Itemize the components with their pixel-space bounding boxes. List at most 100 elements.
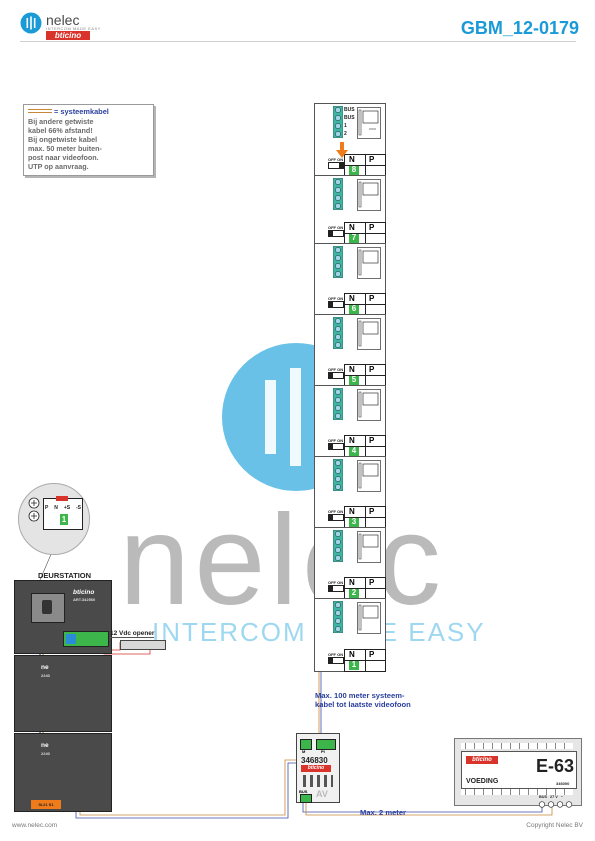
screw-terminal-icon bbox=[333, 388, 343, 420]
display-panel: bticino E-63 VOEDING 346000 bbox=[461, 751, 577, 789]
p-label: P bbox=[369, 436, 375, 445]
partner-logo: bticino bbox=[46, 31, 90, 40]
p-label: P bbox=[369, 223, 375, 232]
terminal-label: 1 bbox=[344, 123, 347, 129]
p-label: P bbox=[369, 294, 375, 303]
psu-model: E-63 bbox=[536, 756, 575, 776]
terminal-label: PI bbox=[321, 749, 325, 754]
apartment-number: 5 bbox=[349, 375, 359, 385]
interface-code: 346830 bbox=[301, 756, 328, 765]
apartment-number: 6 bbox=[349, 304, 359, 314]
p-label: P bbox=[369, 507, 375, 516]
apartment-unit: OFF ON N P 5 bbox=[314, 314, 386, 387]
apartment-riser: BUS BUS 1 2 OFF ON N P 8 bbox=[314, 103, 386, 743]
footer-copyright: Copyright Nelec BV bbox=[526, 822, 583, 829]
module-code: 2240 bbox=[41, 673, 50, 678]
door-station-title: DEURSTATION bbox=[38, 571, 92, 580]
videophone-icon bbox=[357, 389, 381, 421]
interface-terminal bbox=[300, 739, 312, 750]
apartment-switch-label: OFF ON bbox=[328, 509, 344, 514]
note-line: max. 50 meter buiten- bbox=[28, 144, 102, 153]
screw-terminal-icon bbox=[333, 246, 343, 278]
terminal-label: ~ bbox=[560, 795, 564, 799]
interface-terminal bbox=[316, 739, 336, 750]
apartment-unit: OFF ON N P 1 bbox=[314, 598, 386, 672]
interface-bottom-label: AV bbox=[316, 789, 328, 799]
screw-terminal-icon bbox=[333, 317, 343, 349]
p-label: P bbox=[369, 578, 375, 587]
apartment-switch-label: OFF ON bbox=[328, 225, 344, 230]
psu-code: 346000 bbox=[556, 781, 570, 786]
nelec-logo-icon bbox=[20, 12, 42, 34]
cable-length-note: Max. 100 meter systeem- kabel tot laatst… bbox=[315, 691, 411, 709]
apartment-number: 4 bbox=[349, 446, 359, 456]
terminal-label: 27 V bbox=[550, 795, 558, 799]
screw-terminal-icon bbox=[28, 497, 40, 522]
np-grid: N P 1 bbox=[344, 649, 386, 672]
note-line: UTP op aanvraag. bbox=[28, 162, 89, 171]
door-station-module-bottom: ne 2240 5L21 S1 bbox=[14, 733, 112, 812]
watermark-word: nelec bbox=[119, 489, 445, 632]
apartment-switch-label: OFF ON bbox=[328, 367, 344, 372]
module-brand: ne bbox=[41, 742, 49, 749]
n-label: N bbox=[349, 155, 355, 164]
opener-label: 12 Vdc opener bbox=[110, 630, 155, 638]
apartment-switch-label: OFF ON bbox=[328, 580, 344, 585]
door-station-module-top: bticino ART.342560 bbox=[14, 580, 112, 654]
apartment-number: 1 bbox=[349, 660, 359, 670]
videophone-icon bbox=[357, 179, 381, 211]
np-grid: N P 7 bbox=[344, 222, 386, 245]
camera-module bbox=[31, 593, 65, 623]
brand-name: nelec bbox=[46, 12, 80, 28]
terminal-label: -S bbox=[76, 505, 81, 511]
module-code: 2240 bbox=[41, 751, 50, 756]
terminal-block: P N +S -S 1 bbox=[43, 496, 83, 530]
terminal-label: M bbox=[302, 749, 306, 754]
inset-number: 1 bbox=[60, 514, 68, 525]
terminal-label: BUS bbox=[344, 107, 355, 113]
np-grid: N P 8 bbox=[344, 154, 386, 177]
dip-switch bbox=[328, 301, 344, 308]
terminal-label: BUS bbox=[344, 115, 355, 121]
header-divider bbox=[20, 41, 576, 42]
apartment-unit: OFF ON N P 4 bbox=[314, 385, 386, 458]
videophone-icon bbox=[357, 602, 381, 634]
screw-terminal-icon bbox=[333, 530, 343, 562]
note-line: Bij andere getwiste bbox=[28, 117, 94, 126]
cable-legend-icon bbox=[28, 109, 52, 113]
np-grid: N P 2 bbox=[344, 577, 386, 600]
footer-url[interactable]: www.nelec.com bbox=[12, 822, 58, 829]
cable-note-line: kabel tot laatste videofoon bbox=[315, 700, 411, 709]
terminal-inset: P N +S -S 1 bbox=[18, 483, 90, 555]
bottom-connector: 5L21 S1 bbox=[31, 800, 61, 809]
bus-label: BUS bbox=[299, 789, 308, 794]
apartment-unit: BUS BUS 1 2 OFF ON N P 8 bbox=[314, 103, 386, 177]
np-grid: N P 3 bbox=[344, 506, 386, 529]
terminal-strip bbox=[63, 631, 109, 647]
cable-note-line: Max. 100 meter systeem- bbox=[315, 691, 405, 700]
screw-terminal-icon bbox=[333, 601, 343, 633]
terminal-label: 2 bbox=[344, 131, 347, 137]
interface-brand: bticino bbox=[301, 765, 331, 772]
apartment-number: 3 bbox=[349, 517, 359, 527]
n-label: N bbox=[349, 507, 355, 516]
screw-terminal-icon bbox=[538, 801, 573, 808]
apartment-switch-label: OFF ON bbox=[328, 296, 344, 301]
module-code: ART.342560 bbox=[73, 597, 96, 602]
module-brand: ne bbox=[41, 664, 49, 671]
screw-terminal-icon bbox=[333, 106, 343, 138]
apartment-unit: OFF ON N P 7 bbox=[314, 175, 386, 245]
terminal-label: P bbox=[45, 505, 49, 511]
arrow-down-icon bbox=[336, 142, 348, 158]
power-supply: bticino E-63 VOEDING 346000 BUS 27 V ~ bbox=[454, 738, 582, 806]
videophone-icon bbox=[357, 107, 381, 139]
apartment-unit: OFF ON N P 2 bbox=[314, 527, 386, 600]
videophone-icon bbox=[357, 318, 381, 350]
p-label: P bbox=[369, 155, 375, 164]
videophone-icon bbox=[357, 531, 381, 563]
brand-tagline: INTERCOM MADE EASY bbox=[46, 26, 101, 31]
dip-switch bbox=[328, 514, 344, 521]
note-line: kabel 66% afstand! bbox=[28, 126, 93, 135]
terminal-label: +S bbox=[63, 505, 71, 511]
p-label: P bbox=[369, 365, 375, 374]
